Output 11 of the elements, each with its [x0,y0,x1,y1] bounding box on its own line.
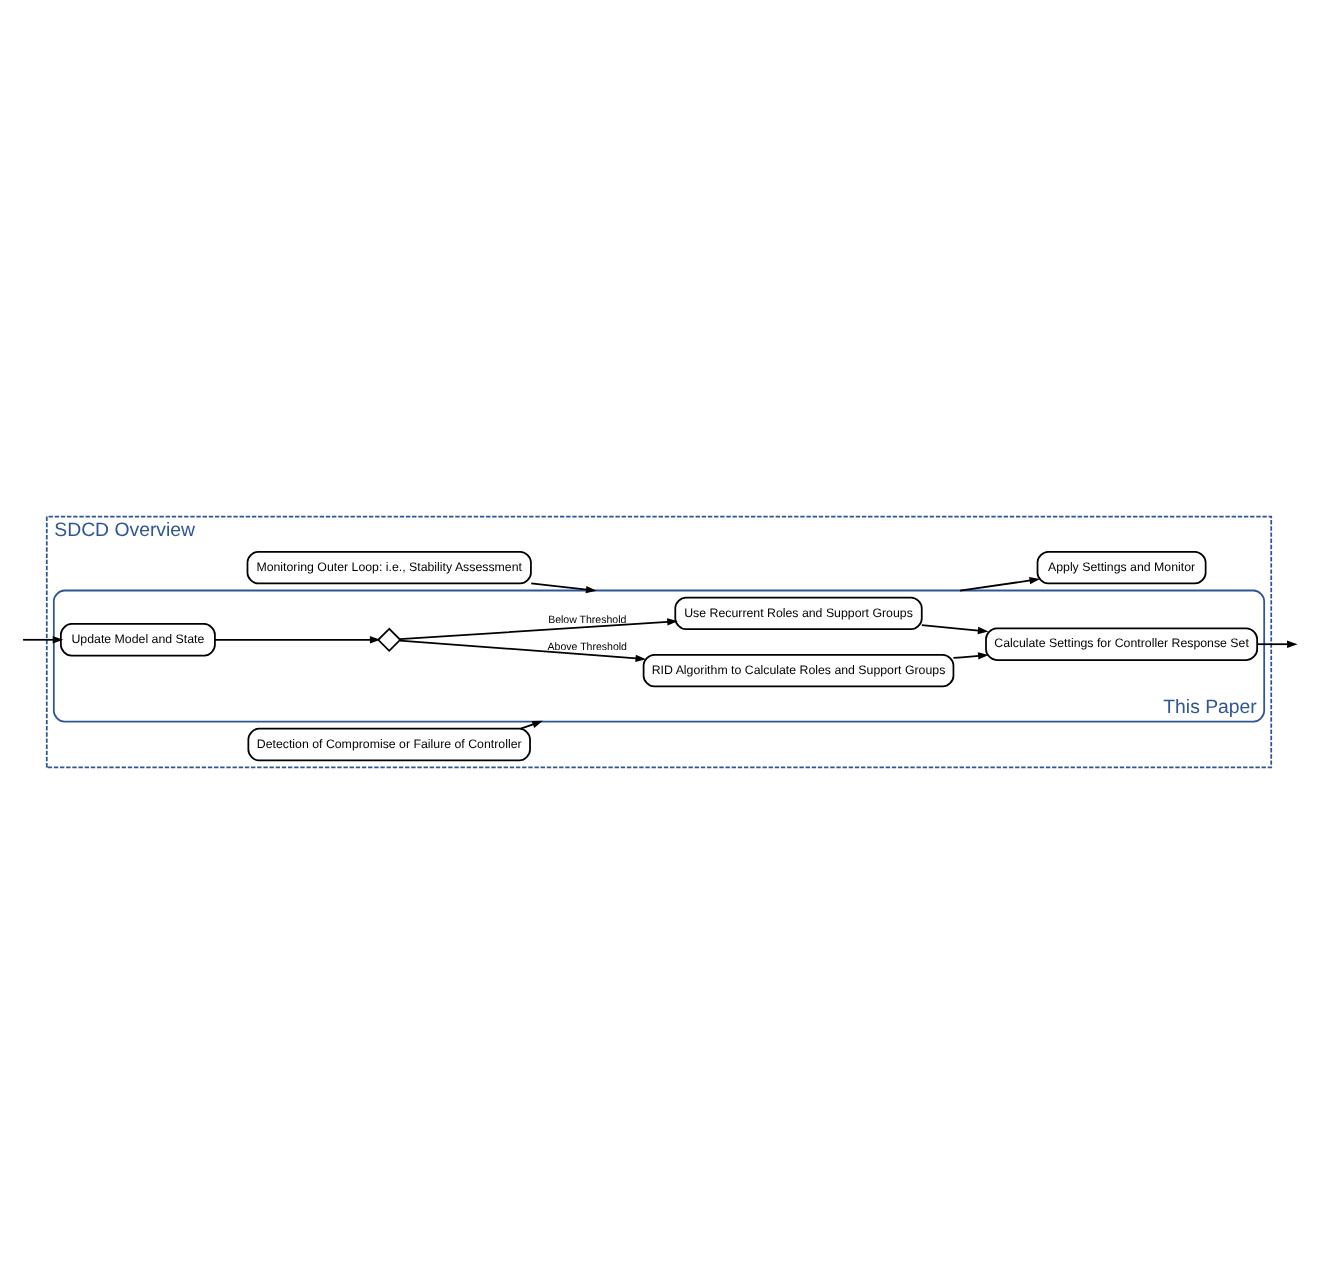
node-diamond [376,627,402,653]
arrow [530,582,597,594]
arrow [214,636,381,644]
arrow [22,636,64,644]
arrow [1256,640,1298,648]
arrow [398,618,678,641]
arrow [959,576,1041,592]
arrow [952,652,989,660]
arrow [398,639,647,663]
arrow [920,624,989,635]
arrow [519,720,543,730]
